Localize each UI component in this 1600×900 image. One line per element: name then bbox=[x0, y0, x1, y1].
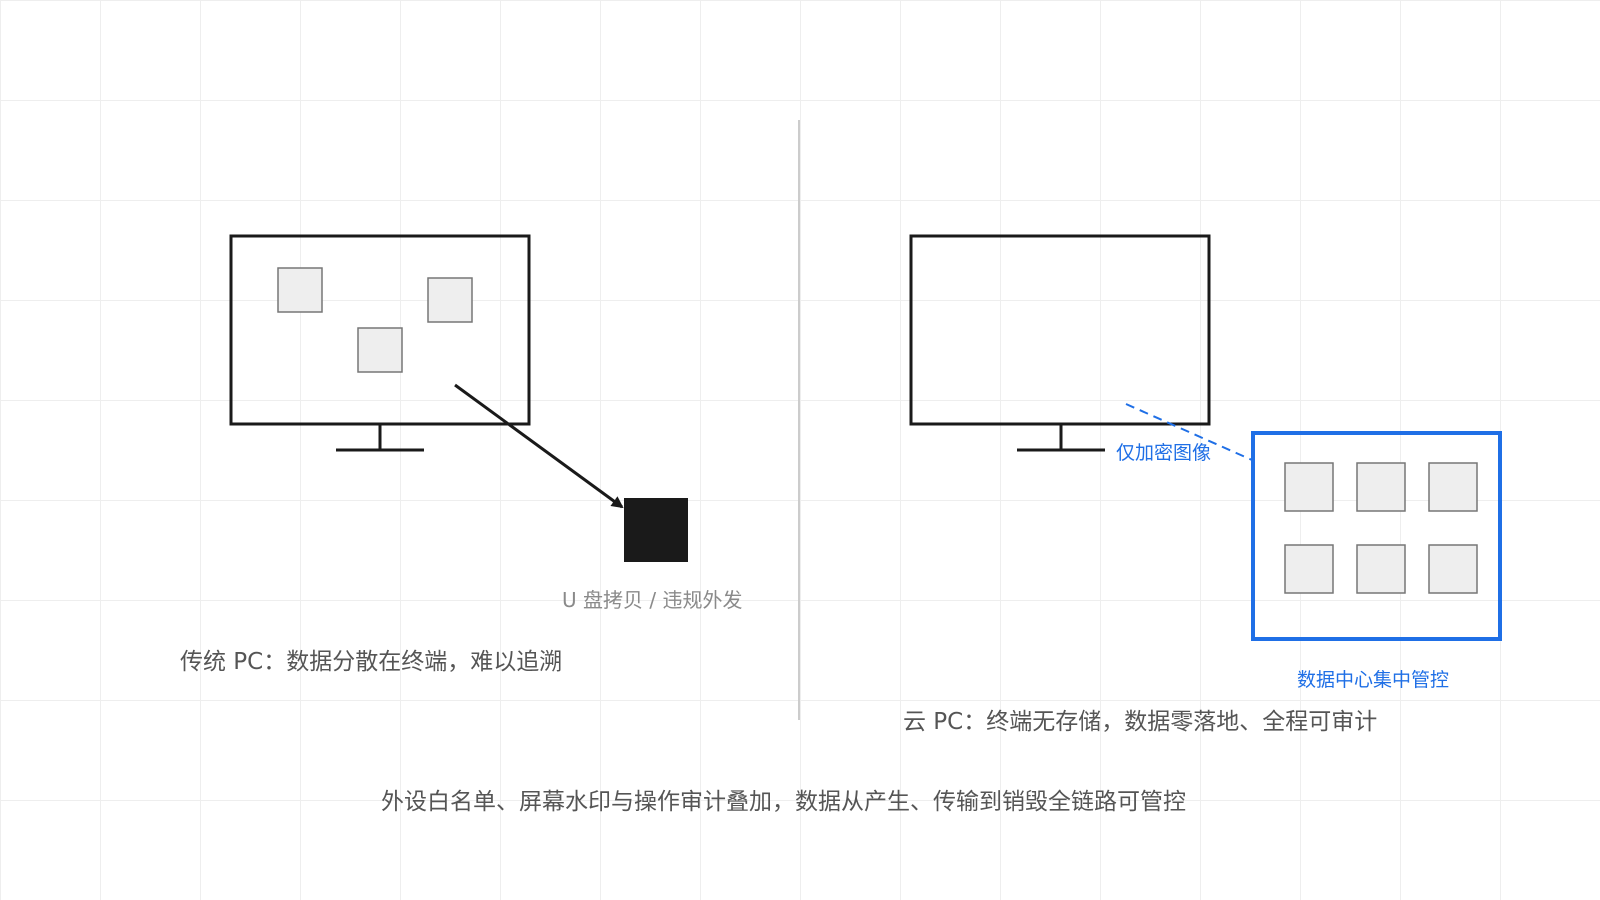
datacenter-block-1 bbox=[1284, 462, 1334, 512]
encrypted-stream-line bbox=[1125, 403, 1253, 461]
usb-copy-label: U 盘拷贝 / 违规外发 bbox=[562, 588, 743, 612]
left-caption: 传统 PC：数据分散在终端，难以追溯 bbox=[180, 649, 563, 675]
datacenter-block-3 bbox=[1428, 462, 1478, 512]
usb-drive-icon bbox=[624, 498, 688, 562]
datacenter-label: 数据中心集中管控 bbox=[1297, 669, 1450, 691]
footer-caption: 外设白名单、屏幕水印与操作审计叠加，数据从产生、传输到销毁全链路可管控 bbox=[381, 789, 1186, 815]
right-monitor-icon bbox=[909, 234, 1211, 452]
right-monitor-screen bbox=[909, 234, 1211, 426]
datacenter-block-4 bbox=[1284, 544, 1334, 594]
datacenter-block-2 bbox=[1356, 462, 1406, 512]
local-file-1 bbox=[277, 267, 323, 313]
datacenter-icon bbox=[1251, 431, 1502, 641]
right-caption: 云 PC：终端无存储，数据零落地、全程可审计 bbox=[903, 709, 1378, 735]
exfiltration-arrow bbox=[454, 383, 624, 509]
local-file-2 bbox=[427, 277, 473, 323]
datacenter-block-5 bbox=[1356, 544, 1406, 594]
datacenter-block-6 bbox=[1428, 544, 1478, 594]
left-monitor-icon bbox=[229, 234, 531, 452]
encrypted-image-label: 仅加密图像 bbox=[1116, 442, 1212, 464]
local-file-3 bbox=[357, 327, 403, 373]
